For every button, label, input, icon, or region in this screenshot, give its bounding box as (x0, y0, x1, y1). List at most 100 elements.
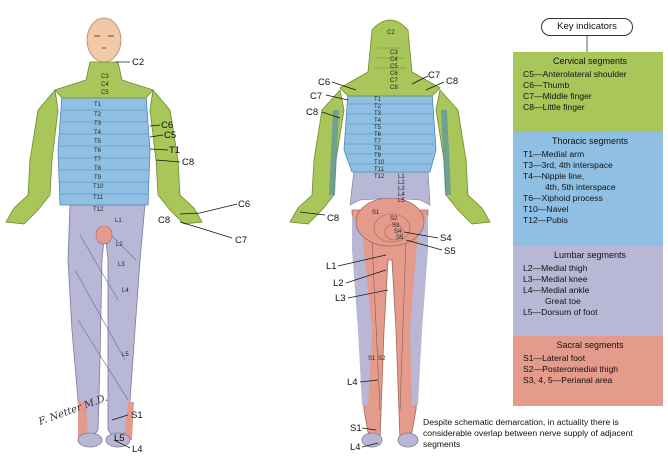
front-left-arm (5, 89, 59, 225)
front-seg-c4: C4 (101, 82, 109, 88)
front-left-foot-s1 (78, 402, 88, 440)
back-seg-c6: C6 (390, 71, 398, 77)
front-label-c5: C5 (164, 130, 176, 141)
legend-item: T6—Xiphoid process (523, 193, 603, 203)
back-seg-t12: T12 (374, 174, 385, 180)
legend-thoracic-title: Thoracic segments (551, 136, 629, 146)
back-label-l2: L2 (333, 278, 344, 289)
legend-item: L4—Medial ankle (523, 285, 590, 295)
legend-lumbar: Lumbar segments L2—Medial thigh L3—Media… (513, 246, 663, 336)
front-seg-t1: T1 (94, 102, 102, 108)
front-seg-c3: C3 (101, 74, 109, 80)
back-label-c8-hand: C8 (327, 213, 339, 224)
back-seg-t1: T1 (374, 97, 382, 103)
back-seg-s4: S4 (394, 229, 402, 235)
back-seg-t9: T9 (374, 153, 382, 159)
legend-item: 4th, 5th interspace (545, 182, 616, 192)
front-label-s1: S1 (131, 410, 143, 421)
legend-item: S2—Posteromedial thigh (523, 364, 619, 374)
front-seg-t3: T3 (94, 121, 102, 127)
front-seg-t5: T5 (94, 139, 102, 145)
back-seg-c3: C3 (390, 50, 398, 56)
front-body (5, 17, 203, 448)
back-seg-l2: L2 (398, 180, 405, 186)
back-seg-s5: S5 (396, 235, 404, 241)
legend-item: L5—Dorsum of foot (523, 307, 598, 317)
back-buttocks (355, 197, 425, 247)
front-seg-t11: T11 (93, 195, 104, 201)
front-label-c6: C6 (161, 120, 173, 131)
back-label-c7-right: C7 (428, 70, 440, 81)
front-outer-labels (111, 61, 238, 449)
legend-item: C8—Little finger (523, 102, 585, 112)
back-lumbar-band (349, 169, 431, 206)
back-seg-c4: C4 (390, 57, 398, 63)
front-seg-l2: L2 (116, 242, 123, 248)
back-segment-labels: C2 C3 C4 C5 C6 C7 C8 T1 T2 T3 T4 T5 T6 T… (368, 30, 405, 362)
front-seg-t9: T9 (94, 175, 102, 181)
back-label-c8-right: C8 (446, 76, 458, 87)
back-seg-l3: L3 (398, 186, 405, 192)
front-label-c8-hand: C8 (158, 215, 170, 226)
front-seg-l4: L4 (122, 288, 129, 294)
front-genital-area (95, 225, 113, 245)
back-label-c6: C6 (318, 77, 330, 88)
front-label-l4: L4 (132, 444, 143, 455)
legend-cervical: Cervical segments C5—Anterolateral shoul… (513, 52, 663, 132)
front-head (86, 17, 122, 63)
legend-lumbar-title: Lumbar segments (553, 250, 627, 260)
front-label-c8: C8 (182, 157, 194, 168)
back-seg-c8: C8 (390, 85, 398, 91)
back-seg-t5: T5 (374, 125, 382, 131)
back-leg-seg-s1: S1 (368, 356, 376, 362)
back-outer-labels (299, 75, 445, 448)
legend-item: L3—Medial knee (523, 274, 588, 284)
back-label-c7-left: C7 (310, 91, 322, 102)
legend-item: L2—Medial thigh (523, 263, 588, 273)
front-right-foot-s1 (124, 402, 134, 440)
front-shoulders-cervical (54, 61, 154, 99)
back-seg-t2: T2 (374, 104, 382, 110)
back-seg-c2: C2 (387, 30, 395, 36)
back-seg-t7: T7 (374, 139, 382, 145)
legend-item: C7—Middle finger (523, 91, 592, 101)
front-seg-c5: C5 (101, 90, 109, 96)
legend-item: S1—Lateral foot (523, 353, 586, 363)
front-seg-t10: T10 (93, 184, 104, 190)
front-label-c7-hand: C7 (235, 235, 247, 246)
front-seg-t8: T8 (94, 166, 102, 172)
legend-cervical-title: Cervical segments (552, 56, 628, 66)
legend-item: T1—Medial arm (523, 149, 585, 159)
front-label-c2: C2 (132, 57, 144, 68)
legend-item: T4—Nipple line, (523, 171, 585, 181)
back-left-foot (361, 432, 383, 448)
front-seg-l1: L1 (115, 218, 122, 224)
front-right-arm (149, 89, 203, 225)
front-seg-t4: T4 (94, 130, 102, 136)
front-label-l5: L5 (114, 433, 125, 444)
legend-item: T10—Navel (523, 204, 569, 214)
front-label-t1: T1 (169, 145, 180, 156)
back-seg-t4: T4 (374, 118, 382, 124)
front-seg-t7: T7 (94, 157, 102, 163)
front-right-foot (105, 432, 131, 448)
back-seg-t3: T3 (374, 111, 382, 117)
legend-item: T3—3rd, 4th interspace (523, 160, 613, 170)
legend-item: C6—Thumb (523, 80, 570, 90)
back-label-l3: L3 (335, 293, 346, 304)
front-seg-l5: L5 (122, 352, 129, 358)
back-label-l4-foot: L4 (350, 442, 361, 453)
back-seg-t6: T6 (374, 132, 382, 138)
back-label-c8-left: C8 (306, 107, 318, 118)
back-leg-lumbar-left (352, 215, 372, 405)
front-left-foot (77, 432, 103, 448)
back-seg-t10: T10 (374, 160, 385, 166)
back-leg-seg-s2: S2 (378, 356, 386, 362)
front-seg-t12: T12 (93, 207, 104, 213)
back-seg-s1: S1 (372, 210, 380, 216)
back-leg-lumbar-right (410, 215, 428, 405)
legend-item: T12—Pubis (523, 215, 568, 225)
back-seg-s2: S2 (390, 216, 398, 222)
front-seg-t6: T6 (94, 148, 102, 154)
